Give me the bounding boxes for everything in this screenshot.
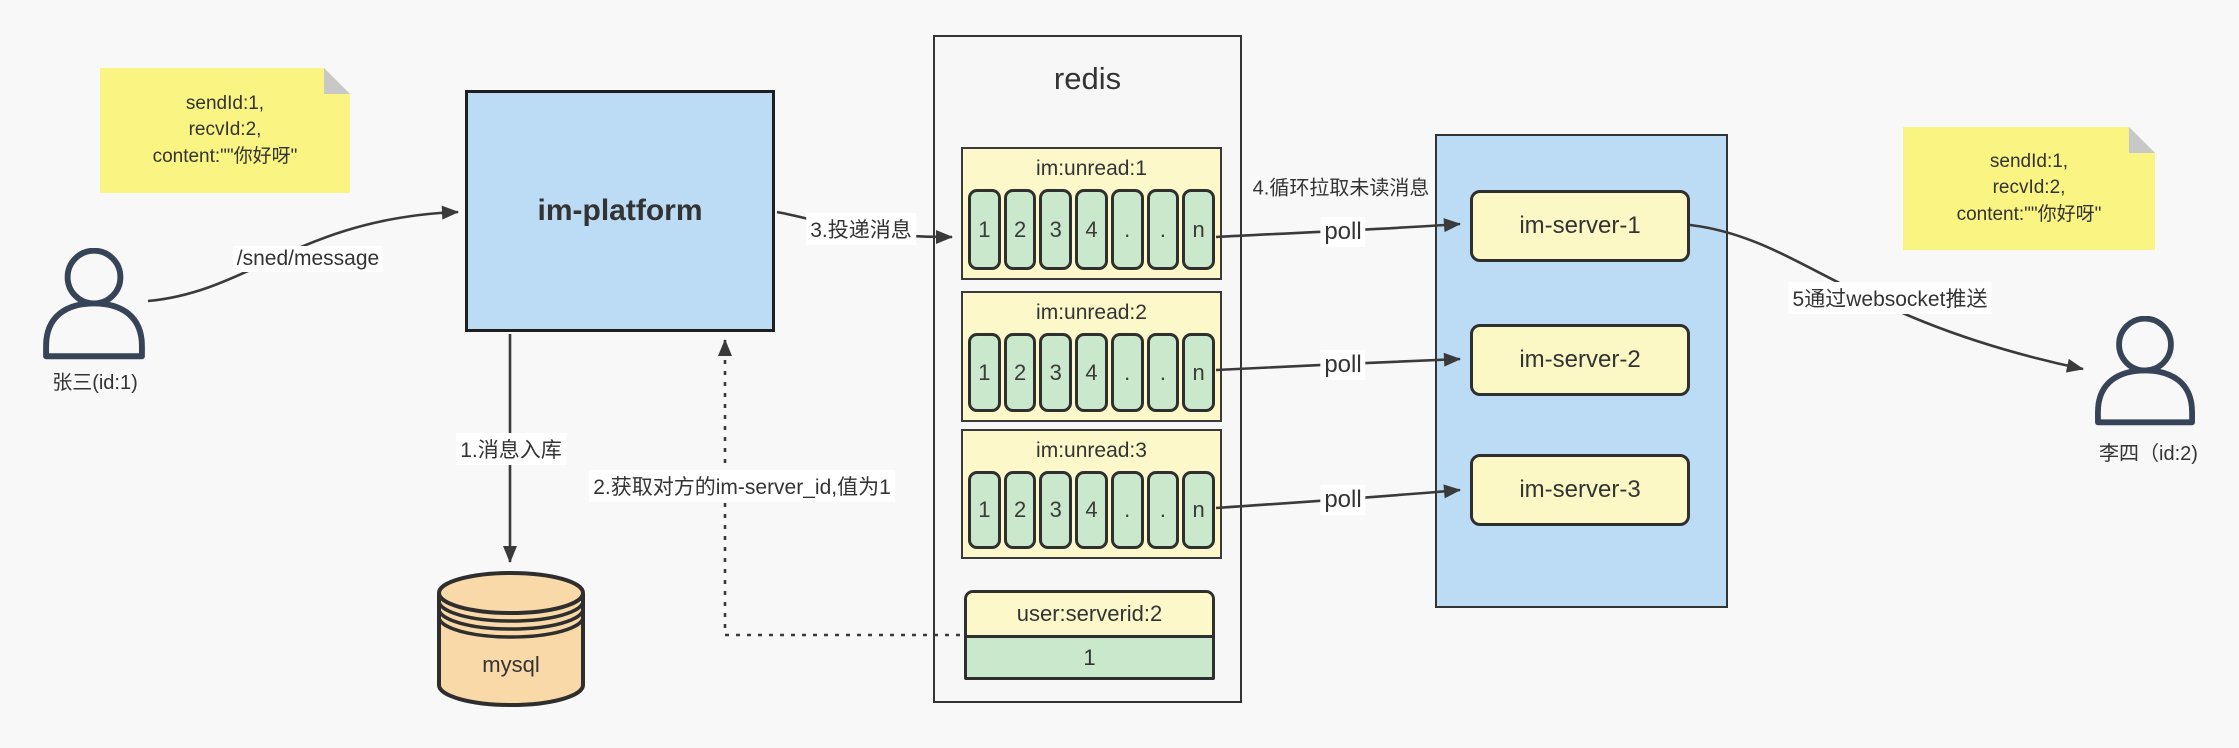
user-icon-receiver xyxy=(2092,316,2198,426)
im-server-1-box: im-server-1 xyxy=(1470,190,1690,262)
edge-label-send: /sned/message xyxy=(232,246,384,272)
im-server-2-box: im-server-2 xyxy=(1470,324,1690,396)
im-server-1-label: im-server-1 xyxy=(1519,212,1641,239)
queue-cell: 2 xyxy=(1003,333,1037,412)
edge-label-store: 1.消息入库 xyxy=(456,433,566,465)
note-line: content:""你好呀" xyxy=(152,145,298,167)
queue-header: im:unread:3 xyxy=(1036,439,1147,462)
queue-cell: 1 xyxy=(968,189,1001,270)
mysql-label: mysql xyxy=(482,652,540,677)
queue-header: im:unread:1 xyxy=(1036,157,1147,180)
edge-label-deliver: 3.投递消息 xyxy=(806,213,916,245)
queue-cell: n xyxy=(1182,471,1216,549)
queue-cell: . xyxy=(1110,471,1144,549)
queue-cell: n xyxy=(1182,333,1216,412)
queue-cell: . xyxy=(1146,333,1180,412)
queue-cells: 1 2 3 4 . . n xyxy=(963,471,1220,549)
im-server-group: im-server-1 im-server-2 im-server-3 xyxy=(1435,134,1728,608)
queue-im-unread-3: im:unread:3 1 2 3 4 . . n xyxy=(961,429,1222,559)
note-line: recvId:2, xyxy=(188,119,262,141)
im-platform-box: im-platform xyxy=(465,90,775,332)
im-platform-label: im-platform xyxy=(537,194,703,227)
sticky-note-text: sendId:1, recvId:2, content:""你好呀" xyxy=(153,91,298,170)
redis-container: redis im:unread:1 1 2 3 4 . . n im:unrea… xyxy=(933,35,1242,703)
queue-header: im:unread:2 xyxy=(1036,301,1147,324)
queue-cell: 1 xyxy=(968,471,1001,549)
queue-cell: . xyxy=(1110,333,1144,412)
edge-label-push: 5通过websocket推送 xyxy=(1788,282,1992,314)
kv-value: 1 xyxy=(967,638,1212,677)
queue-cell: 4 xyxy=(1075,189,1108,270)
note-line: sendId:1, xyxy=(1989,151,2069,173)
queue-cells: 1 2 3 4 . . n xyxy=(963,333,1220,412)
sticky-note-sender: sendId:1, recvId:2, content:""你好呀" xyxy=(100,68,350,193)
note-fold-icon xyxy=(2129,127,2155,153)
note-fold-icon xyxy=(324,68,350,94)
queue-cell: 3 xyxy=(1039,189,1073,270)
queue-im-unread-2: im:unread:2 1 2 3 4 . . n xyxy=(961,291,1222,422)
queue-cell: 1 xyxy=(968,333,1001,412)
queue-cell: 4 xyxy=(1075,471,1108,549)
mysql-database-icon: mysql xyxy=(435,568,587,710)
user-icon-sender xyxy=(40,248,148,360)
receiver-label: 李四（id:2) xyxy=(2099,443,2198,465)
im-server-2-label: im-server-2 xyxy=(1519,346,1641,373)
queue-cell: 3 xyxy=(1039,333,1073,412)
im-server-3-label: im-server-3 xyxy=(1519,476,1641,503)
queue-cell: . xyxy=(1110,189,1144,270)
queue-cell: 4 xyxy=(1075,333,1108,412)
im-server-3-box: im-server-3 xyxy=(1470,454,1690,526)
queue-cell: 2 xyxy=(1003,471,1037,549)
sticky-note-receiver: sendId:1, recvId:2, content:""你好呀" xyxy=(1903,127,2155,250)
sender-label: 张三(id:1) xyxy=(52,372,138,394)
queue-cell: 3 xyxy=(1039,471,1073,549)
note-line: recvId:2, xyxy=(1992,177,2066,199)
queue-cell: . xyxy=(1146,189,1180,270)
edge-label-poll-2: poll xyxy=(1320,350,1366,380)
note-line: content:""你好呀" xyxy=(1956,203,2102,225)
redis-title: redis xyxy=(1053,61,1122,96)
queue-cell: n xyxy=(1182,189,1216,270)
edge-label-get-serverid: 2.获取对方的im-server_id,值为1 xyxy=(589,470,895,502)
kv-user-serverid: user:serverid:2 1 xyxy=(964,590,1215,680)
queue-cells: 1 2 3 4 . . n xyxy=(963,189,1220,270)
queue-cell: . xyxy=(1146,471,1180,549)
edge-label-poll-1: poll xyxy=(1320,217,1366,247)
queue-im-unread-1: im:unread:1 1 2 3 4 . . n xyxy=(961,147,1222,280)
queue-cell: 2 xyxy=(1003,189,1037,270)
edge-label-pull: 4.循环拉取未读消息 xyxy=(1248,176,1434,202)
edge-label-poll-3: poll xyxy=(1320,485,1366,515)
note-line: sendId:1, xyxy=(185,93,265,115)
sticky-note-text: sendId:1, recvId:2, content:""你好呀" xyxy=(1957,149,2102,228)
kv-key: user:serverid:2 xyxy=(967,593,1212,638)
